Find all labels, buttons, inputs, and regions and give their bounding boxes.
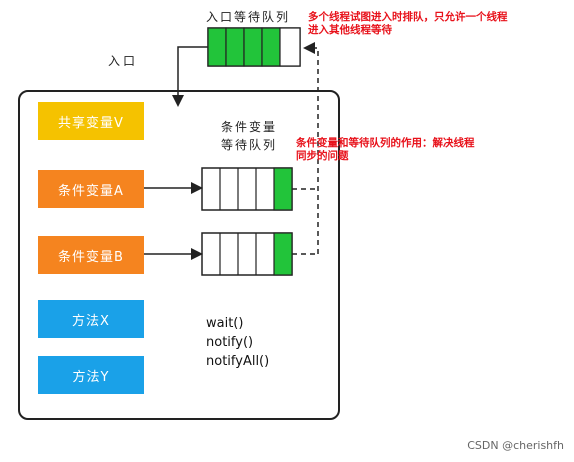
method-notify: notify() — [206, 335, 254, 350]
method-x-box: 方法X — [38, 300, 144, 338]
entry-queue-note-line1: 多个线程试图进入时排队，只允许一个线程 — [308, 11, 508, 23]
entry-queue-note-line2: 进入其他线程等待 — [308, 24, 392, 36]
cond-queue-note-line2: 同步的问题 — [296, 150, 349, 162]
cond-queue-label-line2: 等待队列 — [220, 138, 277, 152]
cond-queue-note: 条件变量和等待队列的作用：解决线程 同步的问题 — [296, 137, 516, 163]
entry-label: 入口 — [108, 54, 139, 68]
entry-queue-slot — [207, 27, 227, 67]
entry-queue-slot — [261, 27, 281, 67]
cond-queue-label: 条件变量 等待队列 — [214, 118, 284, 154]
entry-queue-slot — [243, 27, 263, 67]
method-notify-all: notifyAll() — [206, 354, 270, 369]
shared-variable-box: 共享变量V — [38, 102, 144, 140]
watermark: CSDN @cherishfh — [467, 439, 564, 452]
entry-queue-slot-empty — [279, 27, 301, 67]
cond-queue-label-line1: 条件变量 — [220, 120, 277, 134]
entry-queue-label: 入口等待队列 — [206, 10, 291, 24]
entry-queue — [207, 27, 301, 67]
monitor-frame — [18, 90, 340, 420]
entry-arrow — [172, 46, 208, 107]
methods-list: wait() notify() notifyAll() — [206, 314, 269, 371]
entry-queue-slot — [225, 27, 245, 67]
method-y-box: 方法Y — [38, 356, 144, 394]
entry-queue-note: 多个线程试图进入时排队，只允许一个线程 进入其他线程等待 — [308, 11, 548, 37]
cond-queue-note-line1: 条件变量和等待队列的作用：解决线程 — [296, 137, 475, 149]
condition-variable-b-box: 条件变量B — [38, 236, 144, 274]
method-wait: wait() — [206, 316, 244, 331]
condition-variable-a-box: 条件变量A — [38, 170, 144, 208]
